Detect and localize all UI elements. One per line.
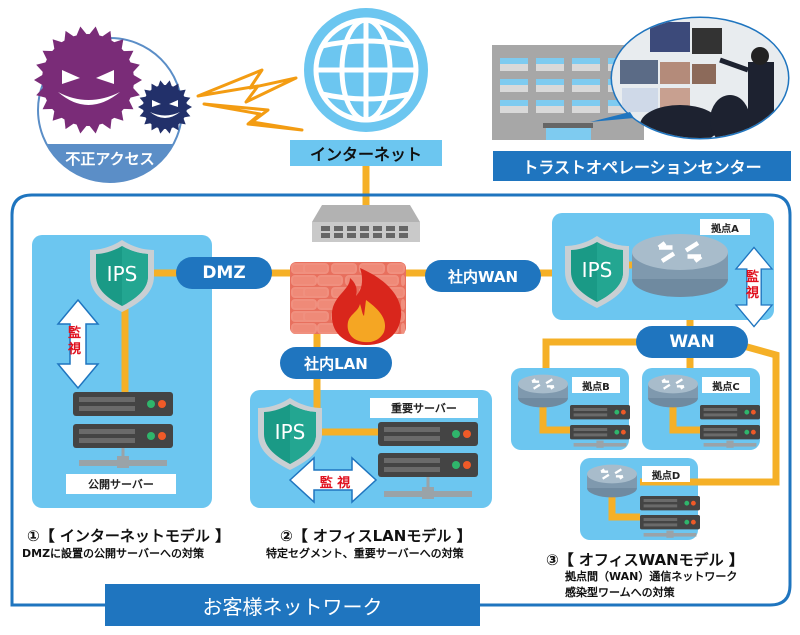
ips-label-wan: IPS [581, 258, 613, 282]
model-3-description-1: 拠点間（WAN）通信ネットワーク [565, 570, 738, 583]
site-c-label: 拠点C [702, 377, 750, 393]
site-d-label: 拠点D [642, 466, 690, 482]
model-2-description: 特定セグメント、重要サーバーへの対策 [266, 547, 464, 560]
firewall-icon [290, 262, 406, 345]
internal-wan-pill: 社内WAN [425, 260, 541, 292]
monitor-label-dmz: 監視 [68, 326, 82, 357]
operations-photo [610, 16, 790, 140]
model-1-description: DMZに設置の公開サーバーへの対策 [22, 547, 204, 560]
customer-network-frame [10, 193, 792, 607]
soc-label: トラストオペレーションセンター [493, 151, 791, 181]
lightning-icon [196, 68, 304, 132]
internet-label: インターネット [290, 140, 442, 166]
ips-label-lan: IPS [274, 420, 306, 444]
customer-network-title: お客様ネットワーク [105, 584, 480, 626]
model-1-title: ①【 インターネットモデル 】 [27, 527, 231, 545]
model-3-description-2: 感染型ワームへの対策 [565, 586, 675, 599]
virus-icon-large [34, 26, 142, 134]
wan-pill: WAN [636, 326, 748, 358]
important-server-label: 重要サーバー [370, 398, 478, 418]
dmz-pill: DMZ [176, 257, 272, 289]
ips-label-dmz: IPS [106, 262, 138, 286]
threat-label: 不正アクセス [65, 150, 155, 168]
internal-lan-pill: 社内LAN [280, 347, 392, 379]
virus-icon-small [138, 80, 192, 134]
threat-icon-group [34, 26, 192, 183]
switch-icon [312, 205, 420, 242]
globe-icon [304, 8, 428, 132]
model-2-title: ②【 オフィスLANモデル 】 [280, 527, 472, 545]
site-b-label: 拠点B [572, 377, 620, 393]
public-server-label: 公開サーバー [66, 474, 176, 494]
monitor-label-lan: 監 視 [319, 476, 351, 491]
monitor-label-wan: 監視 [746, 270, 760, 301]
model-3-title: ③【 オフィスWANモデル 】 [546, 551, 744, 569]
site-a-label: 拠点A [700, 219, 750, 235]
